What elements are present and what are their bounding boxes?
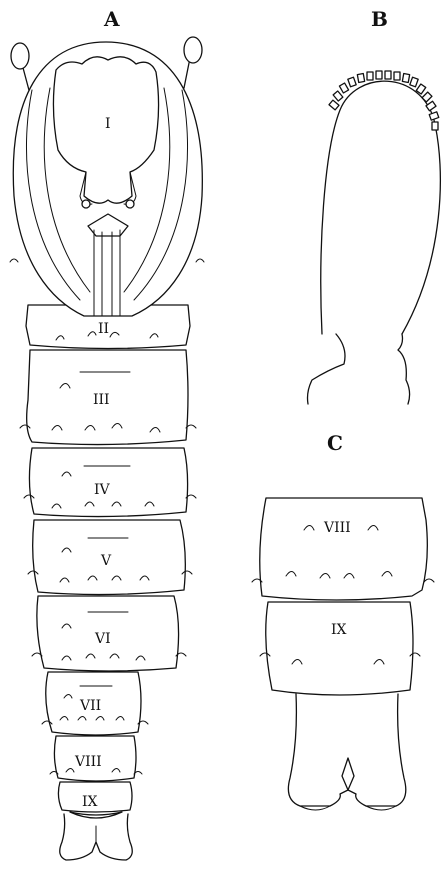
segment-label-v: V [100, 553, 112, 569]
panel-b-head [308, 71, 441, 404]
neck-right [398, 334, 410, 404]
cephalothorax [13, 42, 202, 316]
panel-c-terminal-segments: VIII IX [252, 498, 434, 810]
panel-letter-c: C [327, 431, 343, 455]
segment-label-iv: IV [94, 482, 111, 498]
panel-letter-b: B [371, 7, 388, 31]
segment-iv [24, 448, 196, 517]
segment-label-vii: VII [79, 698, 101, 714]
panel-letter-a: A [103, 7, 120, 31]
segment-label-i: I [105, 116, 111, 132]
neck-left [308, 334, 346, 404]
cremaster-c [288, 694, 405, 810]
panel-a-pupa: I II III IV V VI VII VIII IX [10, 37, 204, 860]
segment-label-viii: VIII [74, 754, 102, 770]
segment-c-label-viii: VIII [323, 520, 351, 536]
palp-tip-left [82, 200, 90, 208]
cremaster [60, 814, 133, 860]
segment-c-ix [260, 602, 420, 695]
antenna-knob-left [11, 43, 29, 69]
head-outline [321, 81, 441, 334]
segment-label-ix: IX [82, 794, 98, 810]
segment-c-label-ix: IX [331, 622, 347, 638]
segment-label-vi: VI [94, 631, 111, 647]
segment-c-viii [252, 498, 434, 600]
segment-label-ii: II [98, 321, 109, 337]
segment-label-iii: III [93, 392, 110, 408]
antenna-knob-right [184, 37, 202, 63]
palp-tip-right [126, 200, 134, 208]
